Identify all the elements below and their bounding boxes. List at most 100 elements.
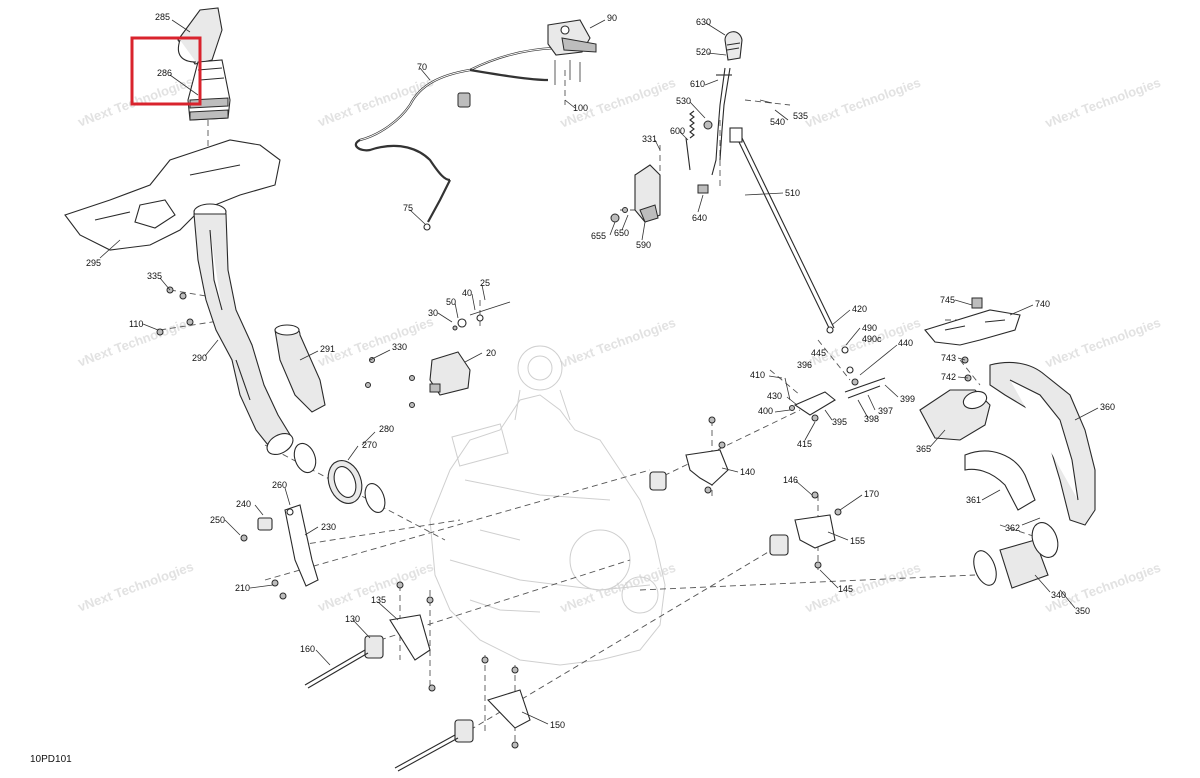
callout-743: 743 [941,353,956,363]
fasteners-25-50 [452,301,511,331]
callout-410: 410 [750,370,765,380]
callout-labels: 285 286 295 335 110 290 291 330 280 270 … [86,12,1115,730]
callout-600: 600 [670,126,685,136]
callout-399: 399 [900,394,915,404]
callout-30: 30 [428,308,438,318]
intake-tube-291 [274,324,326,413]
callout-331: 331 [642,134,657,144]
callout-530: 530 [676,96,691,106]
watermark: vNext Technologies [316,559,436,615]
callout-362: 362 [1005,523,1020,533]
watermark: vNext Technologies [803,560,923,616]
shift-rod-510 [729,127,835,331]
diagram-code: 10PD101 [30,754,72,765]
callout-130: 130 [345,614,360,624]
callout-490c: 490c [862,334,882,344]
callout-210: 210 [235,583,250,593]
callout-150: 150 [550,720,565,730]
callout-230: 230 [321,522,336,532]
bracket-230 [284,504,319,587]
watermark: vNext Technologies [558,315,678,371]
callout-260: 260 [272,480,287,490]
throttle-housing-90 [547,19,597,85]
watermark: vNext Technologies [76,74,196,130]
callout-400: 400 [758,406,773,416]
shift-knob-630 [724,31,743,61]
callout-155: 155 [850,536,865,546]
callout-350: 350 [1075,606,1090,616]
mount-240 [240,517,287,600]
mount-140 [649,416,729,494]
callout-655: 655 [591,231,606,241]
callout-745: 745 [940,295,955,305]
mount-155 [769,491,842,569]
callout-335: 335 [147,271,162,281]
callout-365: 365 [916,444,931,454]
intake-boot-365 [919,389,991,441]
callout-291: 291 [320,344,335,354]
callout-270: 270 [362,440,377,450]
callout-140: 140 [740,467,755,477]
assembly-lines [159,70,1046,745]
callout-90: 90 [607,13,617,23]
callout-135: 135 [371,595,386,605]
callout-630: 630 [696,17,711,27]
callout-640: 640 [692,213,707,223]
callout-361: 361 [966,495,981,505]
engine-ghost [429,345,666,666]
callout-170: 170 [864,489,879,499]
watermark: vNext Technologies [1043,560,1163,616]
callout-110: 110 [129,319,143,329]
callout-100: 100 [573,103,588,113]
callout-395: 395 [832,417,847,427]
shift-lever-610 [703,67,732,176]
callout-397: 397 [878,406,893,416]
callout-396: 396 [797,360,812,370]
callout-590: 590 [636,240,651,250]
watermark: vNext Technologies [558,560,678,616]
callout-285: 285 [155,12,170,22]
callout-445: 445 [811,348,826,358]
callout-25: 25 [480,278,490,288]
callout-240: 240 [236,499,251,509]
heat-shield-361 [964,450,1036,511]
callout-610: 610 [690,79,705,89]
watermark: vNext Technologies [803,75,923,131]
callout-420: 420 [852,304,867,314]
highlight-box [130,36,202,106]
callout-540: 540 [770,117,785,127]
leader-lines [99,19,1099,725]
heat-shield-295 [64,139,281,251]
callout-50: 50 [446,297,456,307]
callout-20: 20 [486,348,496,358]
callout-430: 430 [767,391,782,401]
callout-650: 650 [614,228,629,238]
callout-75: 75 [403,203,413,213]
callout-490: 490 [862,323,877,333]
throttle-cable-70 [354,46,556,231]
watermark: vNext Technologies [316,314,436,370]
spring-600 [685,110,695,171]
callout-290: 290 [192,353,207,363]
mount-150 [394,656,531,772]
callout-280: 280 [379,424,394,434]
callout-398: 398 [864,414,879,424]
air-intake-duct-290 [193,203,294,456]
airbox-bracket-740 [924,297,1021,382]
callout-145: 145 [838,584,853,594]
watermark: vNext Technologies [1043,75,1163,131]
callout-295: 295 [86,258,101,268]
callout-70: 70 [417,62,427,72]
linkage-395 [784,326,886,422]
callout-535: 535 [793,111,808,121]
callout-330: 330 [392,342,407,352]
ecu-bracket-20 [365,351,471,408]
callout-146: 146 [783,475,798,485]
callout-360: 360 [1100,402,1115,412]
watermark: vNext Technologies [76,559,196,615]
callout-160: 160 [300,644,315,654]
shift-bracket-590 [610,164,709,223]
mount-130 [304,581,436,692]
fasteners-335-110 [156,286,194,336]
